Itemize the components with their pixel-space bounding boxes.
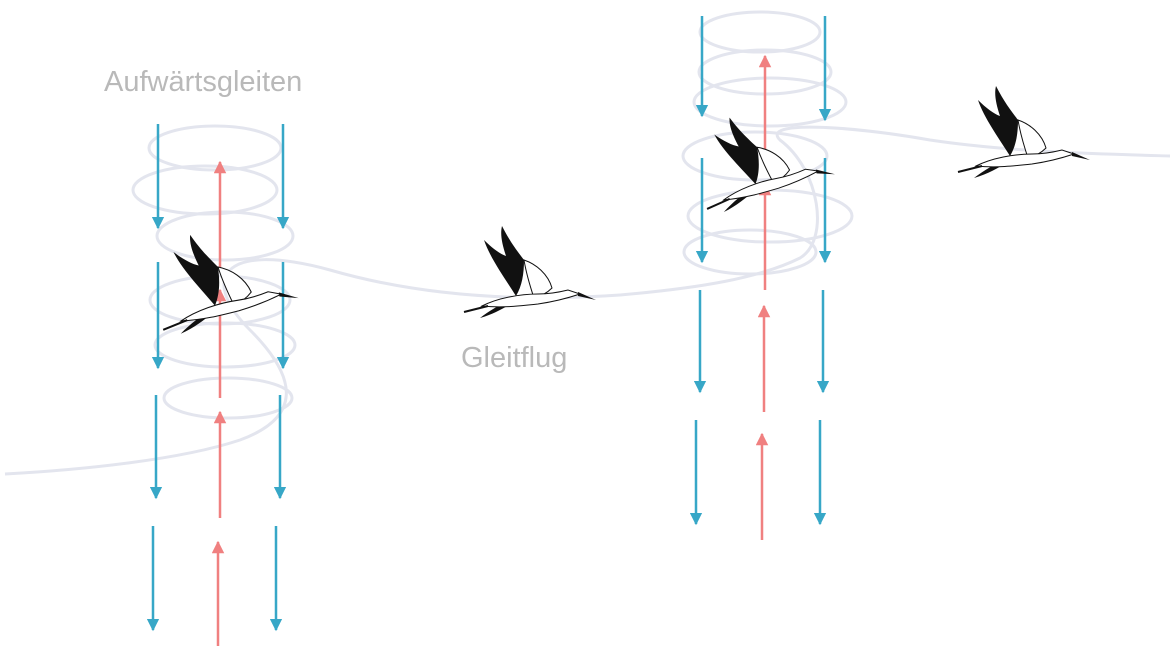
- gliding-label: Gleitflug: [461, 342, 568, 374]
- soaring-label: Aufwärtsgleiten: [104, 66, 303, 98]
- stork-icon: [463, 225, 597, 319]
- flight-path: [4, 125, 1170, 476]
- stork-icon: [957, 85, 1091, 179]
- thermal-spiral-right: [681, 10, 854, 276]
